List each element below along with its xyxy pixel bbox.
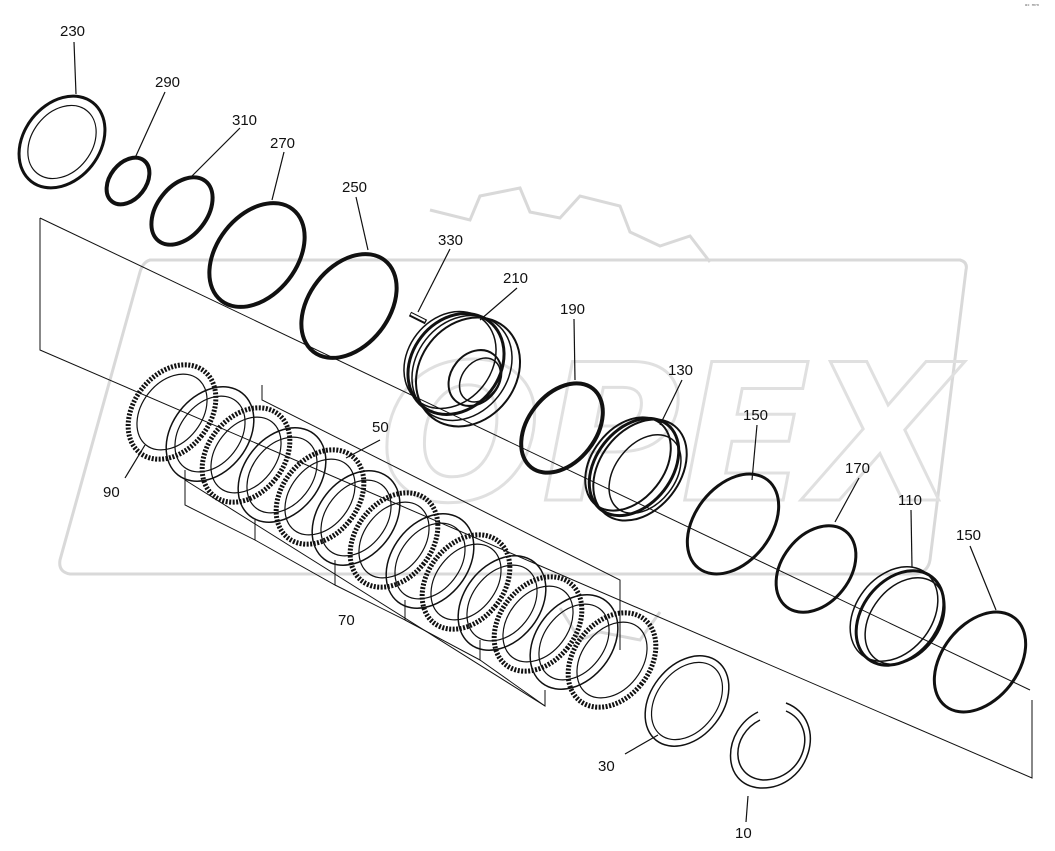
callout-150-a: 150 bbox=[743, 407, 768, 424]
callout-190: 190 bbox=[560, 301, 585, 318]
steel-plate[interactable] bbox=[368, 497, 492, 626]
plate-30[interactable] bbox=[628, 639, 746, 762]
callout-30: 30 bbox=[598, 758, 615, 775]
callout-90: 90 bbox=[103, 484, 120, 501]
callout-230: 230 bbox=[60, 23, 85, 40]
seal-130[interactable] bbox=[568, 401, 706, 539]
callout-70: 70 bbox=[338, 612, 355, 629]
friction-disc[interactable] bbox=[476, 560, 600, 689]
piston-210[interactable] bbox=[385, 293, 542, 447]
leader-lines bbox=[73, 41, 997, 823]
ring-170[interactable] bbox=[760, 510, 873, 628]
callout-210: 210 bbox=[503, 270, 528, 287]
watermark-text: OPEX bbox=[380, 324, 966, 545]
friction-disc[interactable] bbox=[332, 476, 456, 605]
ring-150-a[interactable] bbox=[669, 456, 798, 591]
callout-290: 290 bbox=[155, 74, 180, 91]
callout-130: 130 bbox=[668, 362, 693, 379]
steel-plate[interactable] bbox=[512, 578, 636, 707]
friction-disc[interactable] bbox=[550, 596, 674, 725]
steel-plate-50[interactable] bbox=[294, 454, 418, 583]
pin-330[interactable] bbox=[408, 311, 428, 325]
steel-plate[interactable] bbox=[220, 411, 344, 540]
callout-150-b: 150 bbox=[956, 527, 981, 544]
steel-plate[interactable] bbox=[148, 370, 272, 499]
friction-disc[interactable] bbox=[404, 518, 528, 647]
friction-disc-90[interactable] bbox=[110, 348, 234, 477]
friction-disc[interactable] bbox=[184, 391, 308, 520]
ring-310[interactable] bbox=[139, 166, 225, 257]
callout-10: 10 bbox=[735, 825, 752, 842]
ring-290[interactable] bbox=[98, 149, 158, 212]
corner-mark: ᵒᶜ ᵐᵐ bbox=[1025, 3, 1039, 10]
friction-disc[interactable] bbox=[258, 433, 382, 562]
ring-230[interactable] bbox=[1, 79, 122, 205]
callout-330: 330 bbox=[438, 232, 463, 249]
callout-250: 250 bbox=[342, 179, 367, 196]
snap-ring-10[interactable] bbox=[729, 702, 811, 789]
callout-50: 50 bbox=[372, 419, 389, 436]
ring-150-b[interactable] bbox=[916, 594, 1045, 729]
ring-190[interactable] bbox=[504, 368, 619, 489]
callout-310: 310 bbox=[232, 112, 257, 129]
seal-110[interactable] bbox=[832, 550, 962, 683]
pack-bracket bbox=[184, 480, 546, 707]
clutch-pack bbox=[110, 348, 674, 725]
callout-170: 170 bbox=[845, 460, 870, 477]
callout-110: 110 bbox=[898, 492, 922, 509]
ring-250[interactable] bbox=[282, 236, 416, 377]
steel-plate[interactable] bbox=[440, 539, 564, 668]
callout-270: 270 bbox=[270, 135, 295, 152]
ring-270[interactable] bbox=[190, 185, 324, 326]
watermark-logo: OPEX bbox=[58, 186, 968, 642]
